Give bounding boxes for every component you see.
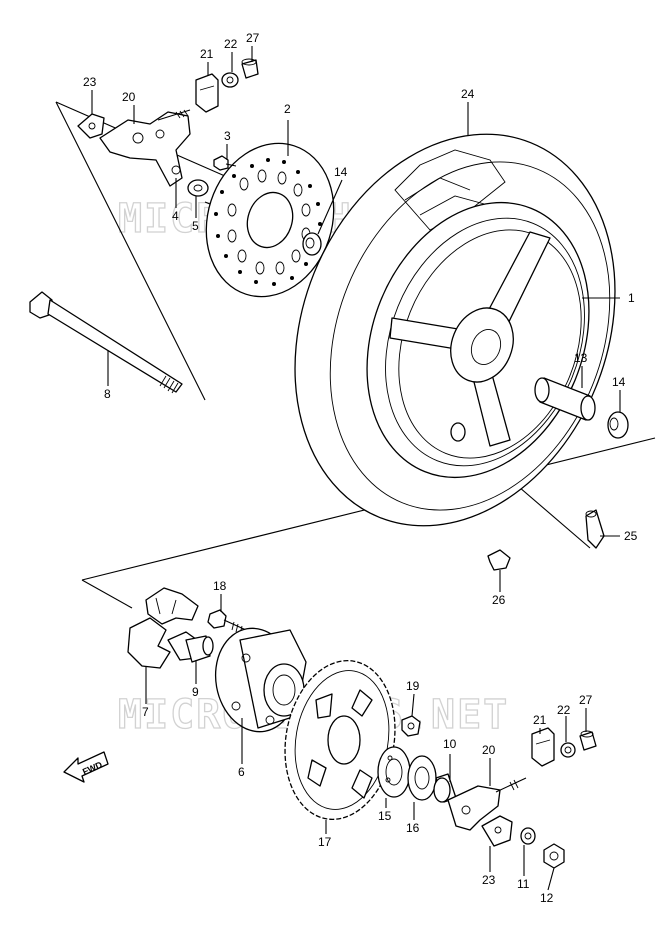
bolt-3 <box>213 155 237 171</box>
callout-16: 16 <box>406 821 420 835</box>
callout-10: 10 <box>443 737 457 751</box>
callout-19: 19 <box>406 679 420 693</box>
clip-26 <box>487 549 511 571</box>
bracket-23-lower <box>481 815 513 847</box>
nut-22-upper <box>221 72 239 88</box>
wheel-rim-part <box>366 201 590 479</box>
callout-8: 8 <box>104 387 111 401</box>
callout-leaders <box>91 46 621 891</box>
callout-7: 7 <box>142 705 149 719</box>
callout-4: 4 <box>172 209 179 223</box>
bracket-20-lower <box>447 777 527 831</box>
valve-25 <box>585 509 605 549</box>
cap-27-upper <box>241 58 259 79</box>
callout-9: 9 <box>192 685 199 699</box>
seal-16 <box>407 755 437 801</box>
callout-17: 17 <box>318 835 332 849</box>
nut-22-lower <box>560 742 576 758</box>
spacer-13 <box>534 377 596 421</box>
spacer-10 <box>433 773 457 803</box>
collar-14-right <box>607 411 629 439</box>
callout-20-upper: 20 <box>122 90 136 104</box>
callout-1: 1 <box>628 291 635 305</box>
cap-27-lower <box>579 730 597 751</box>
callout-27-lower: 27 <box>579 693 593 707</box>
callout-18: 18 <box>213 579 227 593</box>
callout-12: 12 <box>540 891 554 905</box>
callout-15: 15 <box>378 809 392 823</box>
washer-11 <box>520 827 536 845</box>
callout-25: 25 <box>624 529 638 543</box>
bearing-15 <box>377 746 411 798</box>
callout-24: 24 <box>461 87 475 101</box>
brake-disc-part <box>205 142 335 298</box>
spacer-5 <box>187 179 209 197</box>
callout-22-upper: 22 <box>224 37 238 51</box>
bushing-9 <box>185 635 214 663</box>
callout-13: 13 <box>574 351 588 365</box>
caliper-bracket-upper <box>99 109 191 187</box>
callout-2: 2 <box>284 102 291 116</box>
callout-26: 26 <box>492 593 506 607</box>
collar-14-upper <box>302 232 322 256</box>
axle-part <box>29 291 183 394</box>
callout-27-upper: 27 <box>246 31 260 45</box>
callout-5: 5 <box>192 219 199 233</box>
callout-labels: 1 2 3 4 5 6 7 8 9 10 11 12 13 14 14 15 1… <box>83 31 638 905</box>
callout-21-lower: 21 <box>533 713 547 727</box>
callout-11: 11 <box>517 877 530 891</box>
clip-21-lower <box>531 727 555 767</box>
sprocket-17 <box>284 660 396 820</box>
fwd-arrow-icon: FWD <box>63 751 109 783</box>
sprocket-hub-6 <box>214 627 307 733</box>
callout-21-upper: 21 <box>200 47 214 61</box>
callout-14-upper: 14 <box>334 165 348 179</box>
clip-21-upper <box>195 73 219 113</box>
bolt-18 <box>207 609 247 635</box>
nut-12 <box>543 843 565 869</box>
callout-20-lower: 20 <box>482 743 496 757</box>
damper-7 <box>127 587 201 669</box>
callout-6: 6 <box>238 765 245 779</box>
callout-23-upper: 23 <box>83 75 97 89</box>
bracket-plate-23 <box>77 113 105 139</box>
callout-22-lower: 22 <box>557 703 571 717</box>
callout-23-lower: 23 <box>482 873 496 887</box>
callout-14-right: 14 <box>612 375 626 389</box>
callout-3: 3 <box>224 129 231 143</box>
